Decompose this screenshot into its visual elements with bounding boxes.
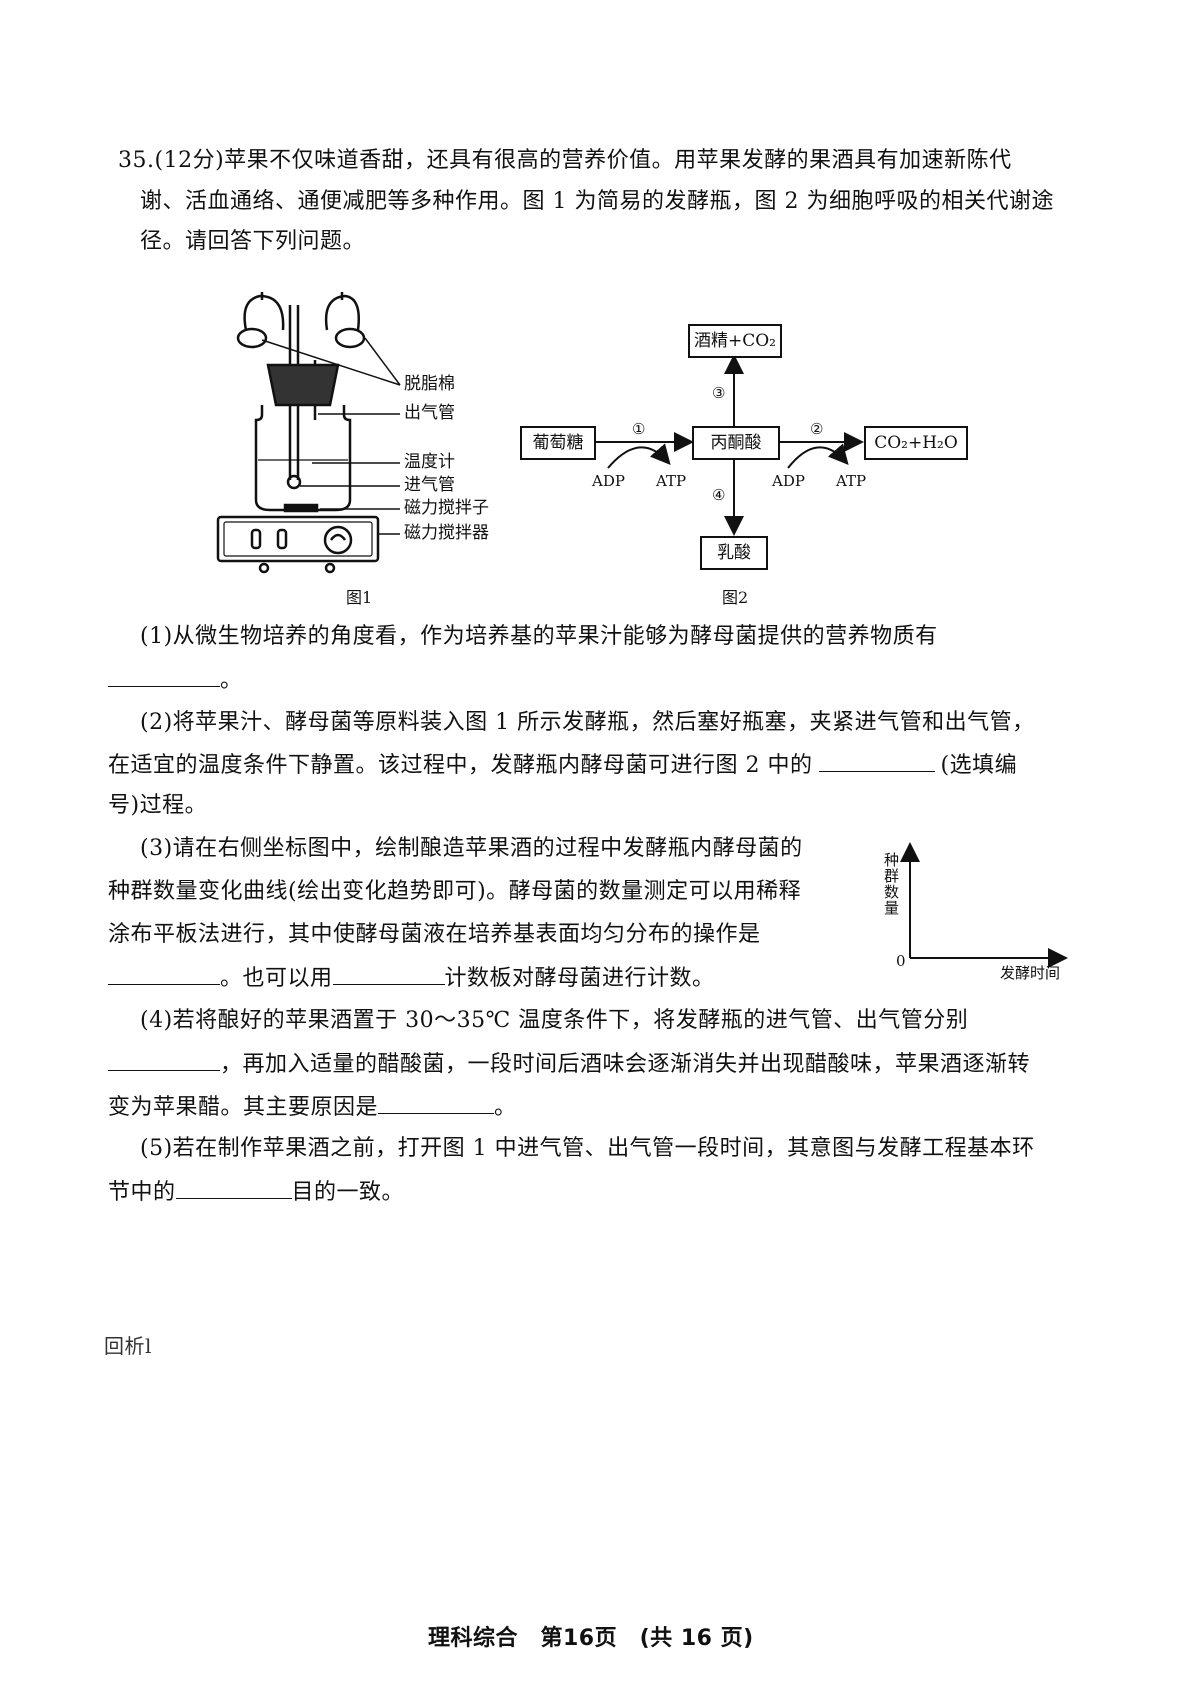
node-lactate: 乳酸 [700,536,768,570]
label-thermometer: 温度计 [404,452,455,472]
question-stem-line2: 谢、活血通络、通便减肥等多种作用。图 1 为简易的发酵瓶，图 2 为细胞呼吸的相… [140,189,1054,214]
figure-1-caption: 图1 [346,588,373,607]
adp-label-1: ADP [592,472,625,490]
question-stem-line1: 35.(12分)苹果不仅味道香甜，还具有很高的营养价值。用苹果发酵的果酒具有加速… [118,148,1012,173]
q3-line2: 种群数量变化曲线(绘出变化趋势即可)。酵母菌的数量测定可以用稀释 [108,879,802,904]
figure-2-caption: 图2 [722,588,749,607]
q4-line3: 变为苹果醋。其主要原因是。 [108,1095,517,1120]
q1-answer-blank[interactable] [108,668,220,687]
q3-line1: (3)请在右侧坐标图中，绘制酿造苹果酒的过程中发酵瓶内酵母菌的 [140,836,803,861]
graph-origin-label: 0 [896,952,906,970]
question-stem-line3: 径。请回答下列问题。 [140,229,366,254]
atp-label-2: ATP [836,472,867,490]
step-3-label: ③ [712,384,726,402]
q4-line2: ，再加入适量的醋酸菌，一段时间后酒味会逐渐消失并出现醋酸味，苹果酒逐渐转 [108,1052,1030,1076]
node-co2-h2o: CO₂+H₂O [864,426,968,460]
q2-line3: 号)过程。 [108,793,208,818]
label-magnetic-stirrer: 磁力搅拌器 [404,523,489,543]
label-defatted-cotton: 脱脂棉 [404,374,455,394]
q4-answer-blank-2[interactable] [378,1095,495,1114]
q5-line2: 节中的目的一致。 [108,1180,405,1205]
page-stamp-mark: 回析l [104,1334,152,1358]
q4-line1: (4)若将酿好的苹果酒置于 30～35℃ 温度条件下，将发酵瓶的进气管、出气管分… [140,1008,969,1033]
q1-line1: (1)从微生物培养的角度看，作为培养基的苹果汁能够为酵母菌提供的营养物质有 [140,624,938,649]
q3-line3: 涂布平板法进行，其中使酵母菌液在培养基表面均匀分布的操作是 [108,922,761,947]
node-alcohol-co2: 酒精+CO₂ [688,324,782,358]
label-magnetic-stir-bar: 磁力搅拌子 [404,498,489,518]
label-gas-inlet-tube: 进气管 [404,475,455,495]
node-glucose: 葡萄糖 [520,426,596,460]
step-4-label: ④ [712,486,726,504]
q4-answer-blank-1[interactable] [108,1052,220,1071]
label-gas-outlet-tube: 出气管 [404,403,455,423]
q5-answer-blank[interactable] [175,1180,292,1199]
q3-answer-blank-2[interactable] [332,966,445,985]
q2-line1: (2)将苹果汁、酵母菌等原料装入图 1 所示发酵瓶，然后塞好瓶塞，夹紧进气管和出… [140,710,1035,735]
page-footer: 理科综合 第16页 (共 16 页) [428,1626,754,1651]
atp-label-1: ATP [656,472,687,490]
q2-answer-blank[interactable] [818,753,935,772]
q3-answer-blank-1[interactable] [108,966,220,985]
node-pyruvate: 丙酮酸 [692,426,780,460]
step-2-label: ② [810,420,824,438]
q5-line1: (5)若在制作苹果酒之前，打开图 1 中进气管、出气管一段时间，其意图与发酵工程… [140,1136,1035,1161]
graph-x-label: 发酵时间 [1000,964,1061,982]
q1-line2: 。 [108,668,243,692]
q2-line2: 在适宜的温度条件下静置。该过程中，发酵瓶内酵母菌可进行图 2 中的(选填编 [108,753,1018,778]
graph-y-label: 种群数量 [884,851,900,917]
adp-label-2: ADP [772,472,805,490]
q3-line4: 。也可以用计数板对酵母菌进行计数。 [108,966,715,990]
step-1-label: ① [632,420,646,438]
